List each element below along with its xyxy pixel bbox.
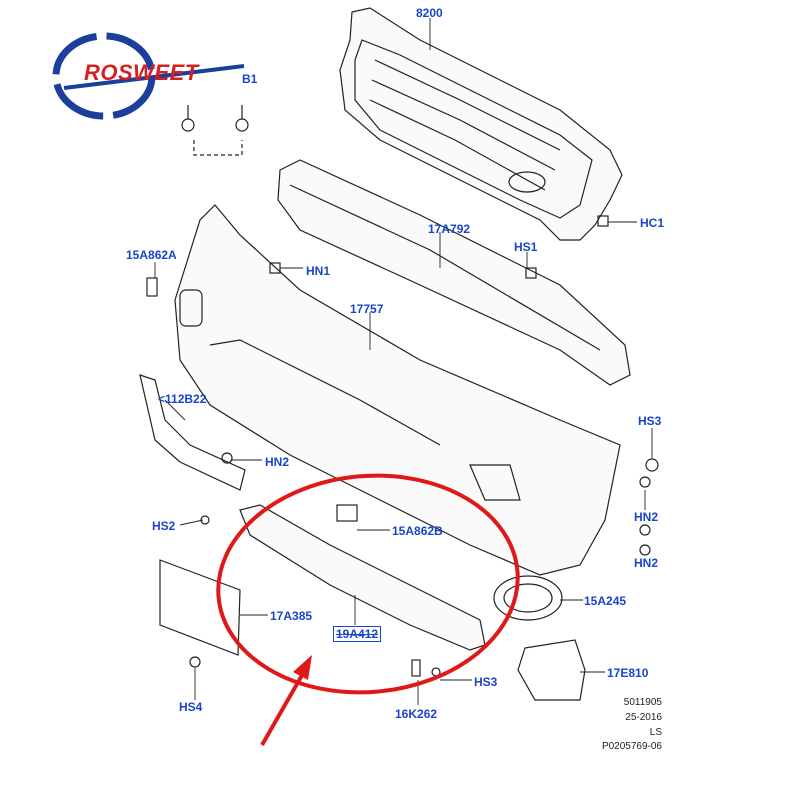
label-17a792: 17A792 bbox=[428, 222, 471, 236]
logo-ring-icon bbox=[52, 32, 245, 120]
highlight-arrow-shaft bbox=[260, 669, 307, 746]
brand-logo: ROSWEET bbox=[44, 28, 250, 128]
label-15a862b: 15A862B bbox=[392, 524, 443, 538]
label-b1: B1 bbox=[242, 72, 258, 86]
label-17a385: 17A385 bbox=[270, 609, 313, 623]
label-hs3-bottom: HS3 bbox=[474, 675, 498, 689]
label-16k262: 16K262 bbox=[395, 707, 438, 721]
label-hs3-right: HS3 bbox=[638, 414, 662, 428]
footer-line-4: P0205769-06 bbox=[601, 741, 662, 752]
footer-line-3: LS bbox=[649, 727, 662, 738]
label-hs4: HS4 bbox=[179, 700, 203, 714]
footer-line-1: 5011905 bbox=[623, 697, 662, 708]
side-trim-part bbox=[139, 374, 246, 491]
label-hn2-right-1: HN2 bbox=[634, 510, 659, 524]
highlight-marker bbox=[216, 473, 520, 746]
label-15a245: 15A245 bbox=[584, 594, 627, 608]
grille-part bbox=[339, 7, 623, 241]
logo-text: ROSWEET bbox=[84, 60, 199, 85]
label-8200: 8200 bbox=[416, 6, 443, 20]
label-112b22: <112B22 bbox=[158, 392, 207, 406]
label-17757: 17757 bbox=[350, 302, 384, 316]
label-15a862a: 15A862A bbox=[126, 248, 177, 262]
label-hs2: HS2 bbox=[152, 519, 176, 533]
fog-lamp-part bbox=[517, 639, 586, 701]
bumper-cover-part bbox=[174, 204, 621, 576]
fog-bezel-part bbox=[493, 575, 563, 621]
footer-line-2: 25-2016 bbox=[625, 712, 662, 723]
label-hn1: HN1 bbox=[306, 264, 331, 278]
highlight-ellipse bbox=[216, 473, 520, 695]
label-19a412: 19A412 bbox=[333, 626, 382, 642]
label-hn2-right-2: HN2 bbox=[634, 556, 659, 570]
label-hs1: HS1 bbox=[514, 240, 538, 254]
label-hc1: HC1 bbox=[640, 216, 665, 230]
highlight-arrow-head bbox=[293, 655, 312, 680]
label-hn2-left: HN2 bbox=[265, 455, 290, 469]
reinforcement-beam-part bbox=[277, 159, 631, 386]
license-plate-bracket-part bbox=[159, 559, 241, 656]
label-17e810: 17E810 bbox=[607, 666, 649, 680]
